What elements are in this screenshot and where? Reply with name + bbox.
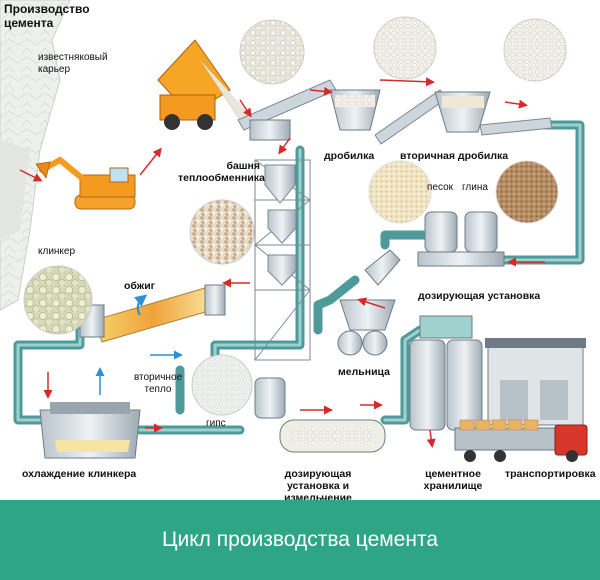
quarry-cliff: [0, 0, 71, 311]
label-secondary-heat: вторичное тепло: [133, 372, 183, 395]
footer-banner: Цикл производства цемента: [0, 500, 600, 580]
transport-truck-icon: [454, 419, 588, 462]
stone-sample-1: [239, 19, 305, 85]
label-crusher: дробилка: [324, 150, 375, 162]
label-firing: обжиг: [124, 280, 156, 292]
clay-sample: [495, 160, 559, 224]
label-clinker-cooling: охлаждение клинкера: [22, 468, 137, 480]
diagram-title: Производство цемента: [4, 2, 90, 30]
label-quarry: известняковый карьер: [38, 52, 108, 75]
rotary-kiln: [79, 284, 226, 343]
grinding-mill: [254, 377, 386, 453]
label-clay: глина: [462, 182, 488, 193]
raw-mix-sample: [189, 199, 255, 265]
clinker-cooler: [39, 402, 141, 459]
cement-silos: [409, 315, 483, 431]
label-transport: транспортировка: [505, 468, 596, 480]
gypsum-sample: [191, 354, 253, 416]
sand-sample: [368, 160, 432, 224]
label-tower: башня теплообменника: [178, 160, 265, 184]
label-secondary-crusher: вторичная дробилка: [400, 150, 509, 162]
label-mill: мельница: [338, 366, 390, 378]
excavator-icon: [35, 156, 136, 210]
label-dosing: дозирующая установка: [418, 290, 541, 302]
footer-caption: Цикл производства цемента: [161, 528, 439, 551]
label-gypsum: гипс: [206, 418, 226, 429]
dump-truck-icon: [157, 39, 255, 130]
dosing-silos: [417, 211, 505, 267]
conveyors: [237, 79, 553, 145]
label-dosing-grinding: дозирующая установка и измельчение: [284, 468, 352, 504]
stone-sample-3: [503, 18, 567, 82]
process-diagram: [0, 0, 588, 462]
label-sand: песок: [427, 182, 454, 193]
label-cement-storage: цементное хранилище: [423, 468, 483, 492]
warehouse: [485, 338, 586, 426]
flow-arrows: [19, 77, 545, 448]
clinker-sample: [23, 265, 93, 335]
label-clinker: клинкер: [38, 246, 76, 257]
stone-sample-2: [373, 16, 437, 80]
heat-exchanger-tower: [254, 159, 311, 361]
